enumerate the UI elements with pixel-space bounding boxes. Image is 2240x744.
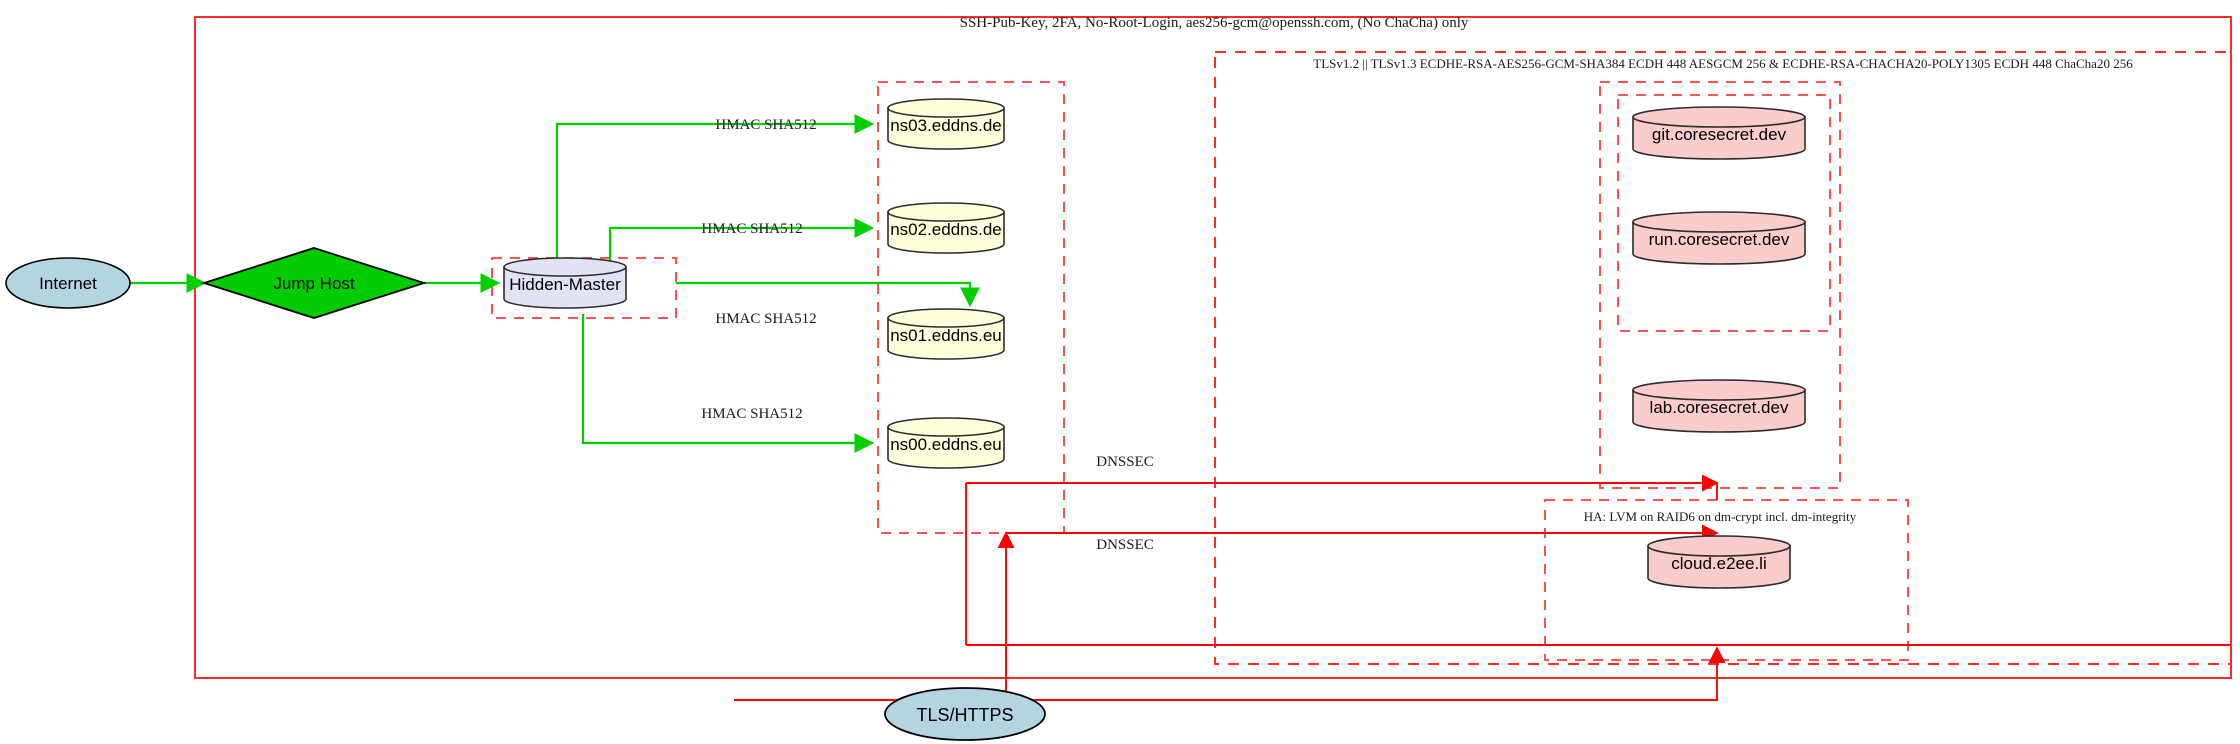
node-run-coresecret[interactable]: run.coresecret.dev xyxy=(1632,211,1806,265)
node-ns02[interactable]: ns02.eddns.de xyxy=(887,202,1005,254)
label-hmac-ns01: HMAC SHA512 xyxy=(715,311,816,327)
node-cloud-e2ee-label: cloud.e2ee.li xyxy=(1671,554,1766,573)
cluster-ha-boundary xyxy=(1544,499,1909,661)
node-ns03[interactable]: ns03.eddns.de xyxy=(887,98,1005,150)
label-hmac-ns00: HMAC SHA512 xyxy=(701,406,802,422)
node-jump-host-label: Jump Host xyxy=(273,274,355,293)
label-ha-boundary: HA: LVM on RAID6 on dm-crypt incl. dm-in… xyxy=(1584,509,1857,524)
label-tls-boundary: TLSv1.2 || TLSv1.3 ECDHE-RSA-AES256-GCM-… xyxy=(1313,56,2133,71)
label-dnssec-lower: DNSSEC xyxy=(1096,537,1154,553)
node-ns03-label: ns03.eddns.de xyxy=(890,116,1002,135)
node-hidden-master-label: Hidden-Master xyxy=(509,275,621,294)
edge-hiddenmaster-to-ns00 xyxy=(581,314,875,453)
node-ns01[interactable]: ns01.eddns.eu xyxy=(887,308,1005,360)
label-dnssec-upper: DNSSEC xyxy=(1096,454,1154,470)
cluster-coresecret-inner-boundary xyxy=(1617,94,1831,332)
node-hidden-master[interactable]: Hidden-Master xyxy=(503,257,627,309)
node-cloud-e2ee[interactable]: cloud.e2ee.li xyxy=(1647,535,1791,589)
node-internet[interactable]: Internet xyxy=(5,257,131,309)
node-ns02-label: ns02.eddns.de xyxy=(890,220,1002,239)
node-internet-label: Internet xyxy=(39,274,97,293)
edge-tlshttps-to-ha xyxy=(734,646,1726,701)
node-run-coresecret-label: run.coresecret.dev xyxy=(1649,230,1790,249)
label-hmac-ns02: HMAC SHA512 xyxy=(701,221,802,237)
edge-hiddenmaster-to-ns02 xyxy=(608,218,875,266)
label-ssh-boundary: SSH-Pub-Key, 2FA, No-Root-Login, aes256-… xyxy=(960,15,1469,31)
edge-hiddenmaster-to-ns01 xyxy=(676,281,980,308)
node-lab-coresecret[interactable]: lab.coresecret.dev xyxy=(1632,379,1806,433)
label-hmac-ns03: HMAC SHA512 xyxy=(715,117,816,133)
node-ns01-label: ns01.eddns.eu xyxy=(890,326,1002,345)
node-tls-https-label: TLS/HTTPS xyxy=(916,705,1013,725)
node-lab-coresecret-label: lab.coresecret.dev xyxy=(1650,398,1789,417)
edge-hiddenmaster-to-ns03 xyxy=(555,114,875,266)
node-ns00[interactable]: ns00.eddns.eu xyxy=(887,417,1005,469)
cluster-nameserver-boundary xyxy=(877,81,1065,534)
cluster-coresecret-boundary xyxy=(1599,81,1841,489)
node-git-coresecret[interactable]: git.coresecret.dev xyxy=(1632,106,1806,160)
cluster-ssh-boundary xyxy=(194,16,2232,679)
node-jump-host[interactable]: Jump Host xyxy=(201,247,427,319)
node-ns00-label: ns00.eddns.eu xyxy=(890,435,1002,454)
node-tls-https[interactable]: TLS/HTTPS xyxy=(884,687,1046,741)
cluster-tls-boundary xyxy=(1214,51,2232,665)
node-git-coresecret-label: git.coresecret.dev xyxy=(1652,125,1787,144)
